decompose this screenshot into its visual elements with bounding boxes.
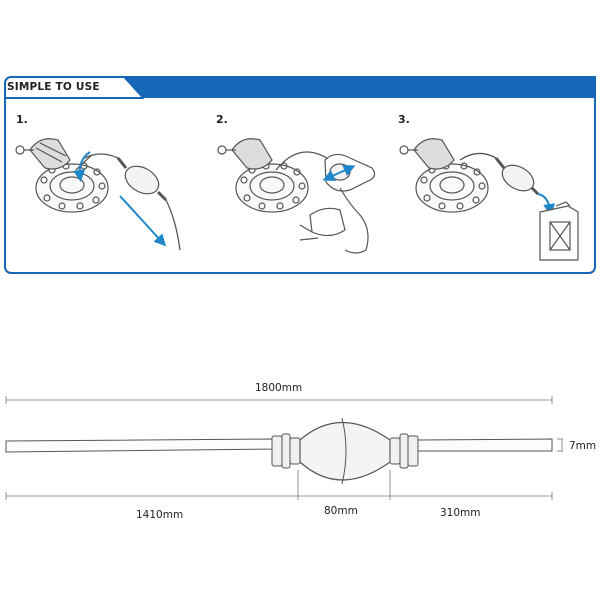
dimension-total-length: 1800mm [255,382,303,394]
step-1-number: 1. [16,113,28,126]
banner-title: SIMPLE TO USE [7,81,100,93]
arrow-icon [537,193,556,216]
arrow-icon [73,151,91,182]
panel-frame [4,76,596,274]
fuel-tank-icon [217,138,309,213]
dimension-right-tube: 310mm [440,507,481,519]
dimension-diameter: 7mm [569,440,597,452]
pump-tube-right [417,438,553,452]
fuel-tank-icon [15,138,109,213]
pump-bulb-icon [299,417,391,485]
pump-bulb-icon [494,157,540,196]
arrow-icon [119,195,167,247]
dimension-left-tube: 1410mm [136,509,184,521]
pump-connector-left [271,433,301,469]
arrow-icon [322,165,356,181]
jerrycan-icon [539,201,579,261]
step-3-number: 3. [398,113,410,126]
instructions-panel [4,76,596,274]
fuel-tank-icon [399,138,489,213]
step-2-number: 2. [216,113,228,126]
pump-connector-right [389,433,419,469]
pump-bulb-icon [116,157,181,251]
dimension-bulb: 80mm [324,505,358,517]
pump-tube-left [5,438,277,453]
